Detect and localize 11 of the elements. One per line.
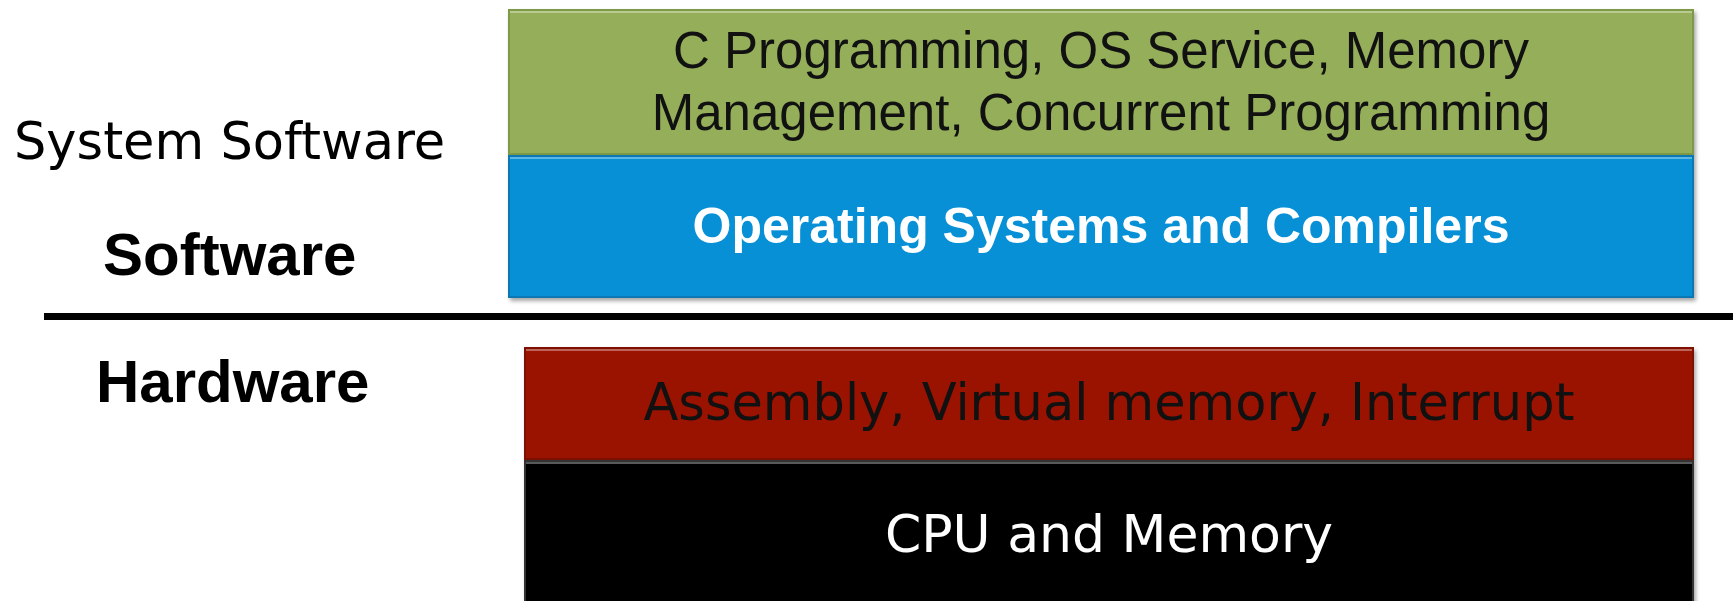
layer-text: CPU and Memory [884,503,1334,567]
layer-label: System Software [14,114,446,171]
layer-label: Software [103,222,357,288]
layer-box [508,9,1694,155]
layer-box [524,460,1694,601]
layer-box [508,155,1694,298]
layer-text: Assembly, Virtual memory, Interrupt [643,372,1575,435]
layer-text: Operating Systems and Compilers [692,197,1510,256]
layer-label: Hardware [96,349,370,415]
layer-box [524,347,1694,460]
layer-text: C Programming, OS Service, Memory Management, Concurrent Programming [650,20,1552,143]
